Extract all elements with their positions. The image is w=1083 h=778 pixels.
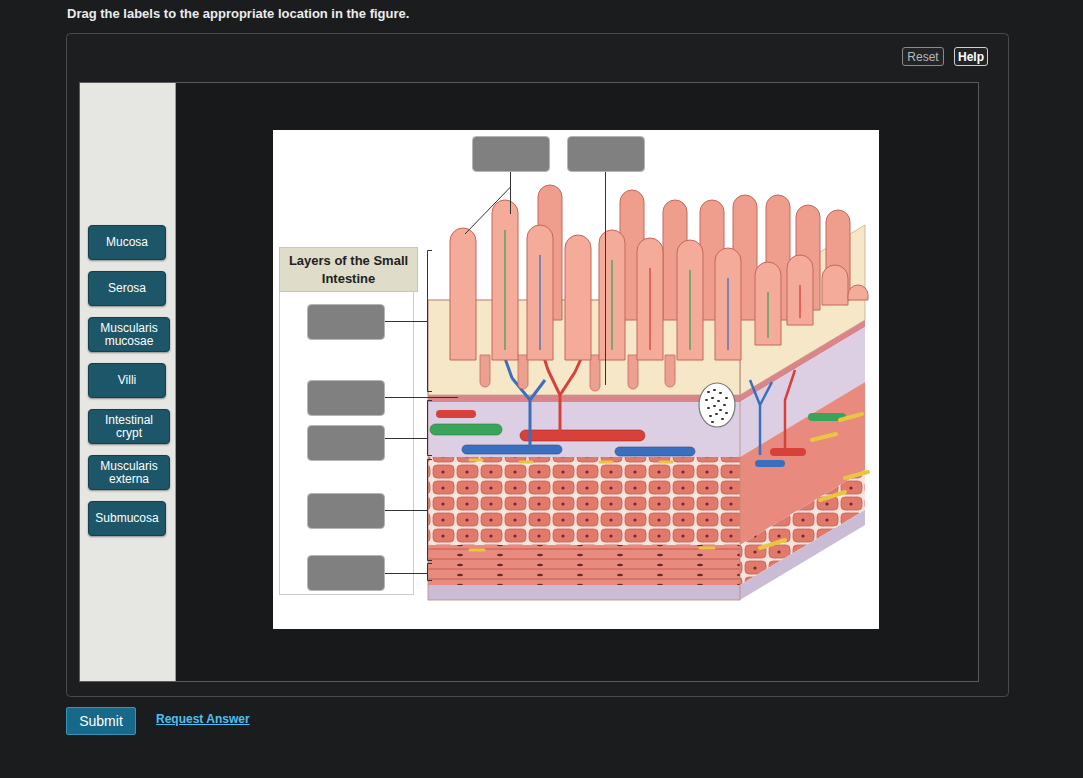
label-tile: Intestinal crypt xyxy=(88,409,170,444)
serosa-side xyxy=(740,510,865,600)
layers-header-box: Layers of the Small Intestine xyxy=(279,247,418,292)
drop-target xyxy=(308,494,385,529)
vessel xyxy=(520,430,645,441)
label-tile: Serosa xyxy=(88,271,166,306)
vessel xyxy=(462,445,562,454)
instruction-title: Drag the labels to the appropriate locat… xyxy=(67,6,409,21)
drop-target xyxy=(308,381,385,416)
leader-line xyxy=(605,172,606,385)
label-tile: Muscularis mucosae xyxy=(88,317,170,352)
muscularis-bracket xyxy=(428,460,433,561)
nerve xyxy=(470,460,714,550)
label-text: Reset xyxy=(907,50,938,64)
vein-branch xyxy=(750,380,772,455)
leader-line xyxy=(385,573,427,574)
label-text: Serosa xyxy=(108,282,146,295)
mucosa-bracket xyxy=(428,251,433,392)
vessel xyxy=(436,410,476,418)
reset-button: Reset xyxy=(902,47,944,66)
help-button: Help xyxy=(954,47,988,66)
submit-button: Submit xyxy=(66,707,136,735)
label-text: Villi xyxy=(118,374,136,387)
label-text: Muscularis mucosae xyxy=(93,322,165,348)
label-text: Intestinal crypt xyxy=(93,414,165,440)
drop-target xyxy=(308,305,385,340)
vessel xyxy=(615,447,695,456)
layers-panel-body xyxy=(280,248,414,595)
villus xyxy=(787,255,813,325)
capillary xyxy=(649,268,650,350)
brackets xyxy=(428,251,433,581)
lacteal xyxy=(767,292,768,338)
leader-lines xyxy=(385,172,606,574)
crypt xyxy=(480,355,490,387)
nodule xyxy=(699,383,735,427)
villus xyxy=(599,230,625,360)
villus xyxy=(527,225,553,360)
lacteal xyxy=(504,230,505,350)
capillary xyxy=(727,278,728,350)
drop-target xyxy=(473,137,550,172)
label-text: Muscularis externa xyxy=(93,460,165,486)
villus xyxy=(677,240,703,360)
label-tile: Muscularis externa xyxy=(88,455,170,490)
lacteal xyxy=(611,260,612,350)
leader-line xyxy=(465,172,511,234)
label-tile: Submucosa xyxy=(88,501,166,536)
villus xyxy=(492,200,518,360)
vessel xyxy=(430,424,502,435)
muscularis-mucosae xyxy=(428,395,740,402)
label-text: Mucosa xyxy=(106,236,148,249)
lymphoid-nodule xyxy=(699,383,735,427)
capillary xyxy=(799,285,800,318)
vessel xyxy=(755,460,785,467)
nodule-cells xyxy=(706,390,727,422)
vessel xyxy=(770,448,806,456)
lacteal xyxy=(689,270,690,350)
villus-capillaries xyxy=(505,230,800,350)
capillary xyxy=(539,255,540,350)
label-text: Help xyxy=(958,50,984,64)
label-tray xyxy=(80,83,175,681)
label-text: Submit xyxy=(79,713,123,729)
request-answer-link: Request Answer xyxy=(156,712,250,726)
crypt xyxy=(665,355,675,387)
blood-vessels xyxy=(430,345,795,550)
label-text: Submucosa xyxy=(95,512,158,525)
villus xyxy=(822,265,848,305)
villus xyxy=(450,228,476,360)
villus xyxy=(755,262,781,345)
question-panel xyxy=(67,34,1009,697)
serosa xyxy=(428,585,740,600)
drop-target xyxy=(308,556,385,591)
label-text: Layers of the Small Intestine xyxy=(288,252,409,288)
serosa-bracket xyxy=(428,564,433,581)
villus xyxy=(848,285,868,300)
label-tile: Mucosa xyxy=(88,225,166,260)
label-tile: Villi xyxy=(88,363,166,398)
leader-line xyxy=(385,321,427,322)
villus xyxy=(565,235,591,360)
vein-branch xyxy=(502,350,545,446)
villi-front xyxy=(450,200,868,360)
villus xyxy=(637,238,663,360)
drop-target xyxy=(308,426,385,461)
tray-edge xyxy=(175,83,176,681)
submucosa-bracket xyxy=(428,401,433,456)
figure-area xyxy=(80,83,979,682)
leader-line xyxy=(385,510,427,511)
circular-muscle xyxy=(428,457,740,545)
drop-target xyxy=(568,137,645,172)
drop-targets xyxy=(308,137,645,591)
villus xyxy=(715,248,741,360)
leader-line xyxy=(385,397,458,398)
leader-line xyxy=(385,438,427,439)
artery-branch xyxy=(785,370,795,450)
figure-image xyxy=(273,130,879,629)
submucosa xyxy=(428,402,740,457)
nerve xyxy=(760,414,868,548)
